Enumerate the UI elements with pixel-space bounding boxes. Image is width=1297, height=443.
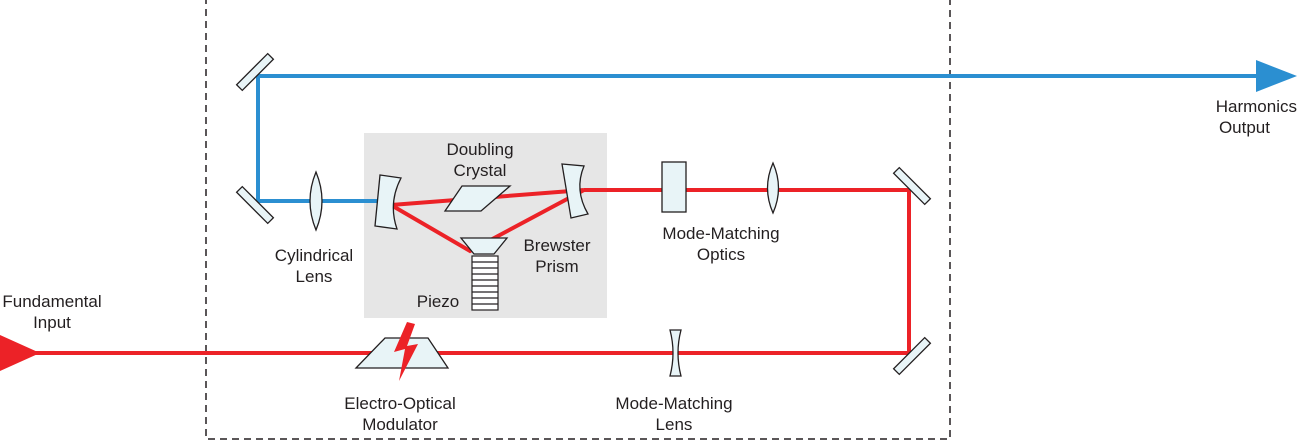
cylindrical-lens-label: Cylindrical Lens <box>275 245 353 287</box>
brewster-prism-optic <box>459 237 509 255</box>
piezo-stack <box>471 255 499 311</box>
mode-matching-optics-label-line2: Optics <box>696 245 746 264</box>
cavity-mirror-right <box>561 163 590 219</box>
doubling-crystal-label: Doubling Crystal <box>446 139 513 181</box>
piezo-label-line1: Piezo <box>416 292 460 311</box>
fundamental-input-label-line2: Input <box>33 313 71 332</box>
cylindrical-lens-label-line1: Cylindrical <box>274 246 354 265</box>
brewster-prism-label-line1: Brewster <box>523 236 591 255</box>
electro-optical-modulator-lightning-icon <box>394 322 418 381</box>
harmonics-output-label: Harmonics Output <box>1216 96 1297 138</box>
fold-mirrors <box>235 52 932 376</box>
fundamental-beam-input-path <box>20 188 911 355</box>
electro-optical-modulator-label-line1: Electro-Optical <box>344 394 456 413</box>
brewster-prism-label: Brewster Prism <box>523 235 590 277</box>
mode-matching-lens-label-line2: Lens <box>655 415 693 434</box>
harmonics-output-label-line2: Output <box>1218 118 1270 137</box>
doubling-crystal-label-line1: Doubling <box>446 140 514 159</box>
doubling-crystal-label-line2: Crystal <box>453 161 507 180</box>
electro-optical-modulator-label: Electro-Optical Modulator <box>344 393 455 435</box>
cylindrical-lens-optic <box>309 170 323 232</box>
fundamental-input-arrowhead <box>0 335 40 371</box>
harmonics-output-arrowhead <box>1256 60 1297 92</box>
mirror-right-upper <box>892 166 932 206</box>
electro-optical-modulator-label-line2: Modulator <box>362 415 438 434</box>
fundamental-input-label-line1: Fundamental <box>2 292 102 311</box>
mode-matching-optics-block <box>661 161 687 213</box>
mode-matching-lens-label-line1: Mode-Matching <box>615 394 733 413</box>
doubling-crystal-optic <box>443 185 512 212</box>
mode-matching-optics-label-line1: Mode-Matching <box>662 224 780 243</box>
mode-matching-optics-label: Mode-Matching Optics <box>662 223 779 265</box>
mode-matching-lens-label: Mode-Matching Lens <box>615 393 732 435</box>
mode-matching-lens-optic <box>669 329 682 377</box>
cavity-mirror-left <box>374 174 402 230</box>
system-enclosure-dashed-border <box>205 0 951 440</box>
fundamental-input-label: Fundamental Input <box>2 291 101 333</box>
mirror-top-left <box>235 52 275 92</box>
mirror-lower-left <box>235 185 275 225</box>
cylindrical-lens-label-line2: Lens <box>295 267 333 286</box>
harmonics-output-label-line1: Harmonics <box>1215 97 1297 116</box>
mode-matching-optics-lens <box>766 161 780 215</box>
mirror-right-lower <box>892 336 932 376</box>
brewster-prism-label-line2: Prism <box>535 257 579 276</box>
piezo-label: Piezo <box>417 291 460 312</box>
electro-optical-modulator-crystal <box>354 337 450 369</box>
